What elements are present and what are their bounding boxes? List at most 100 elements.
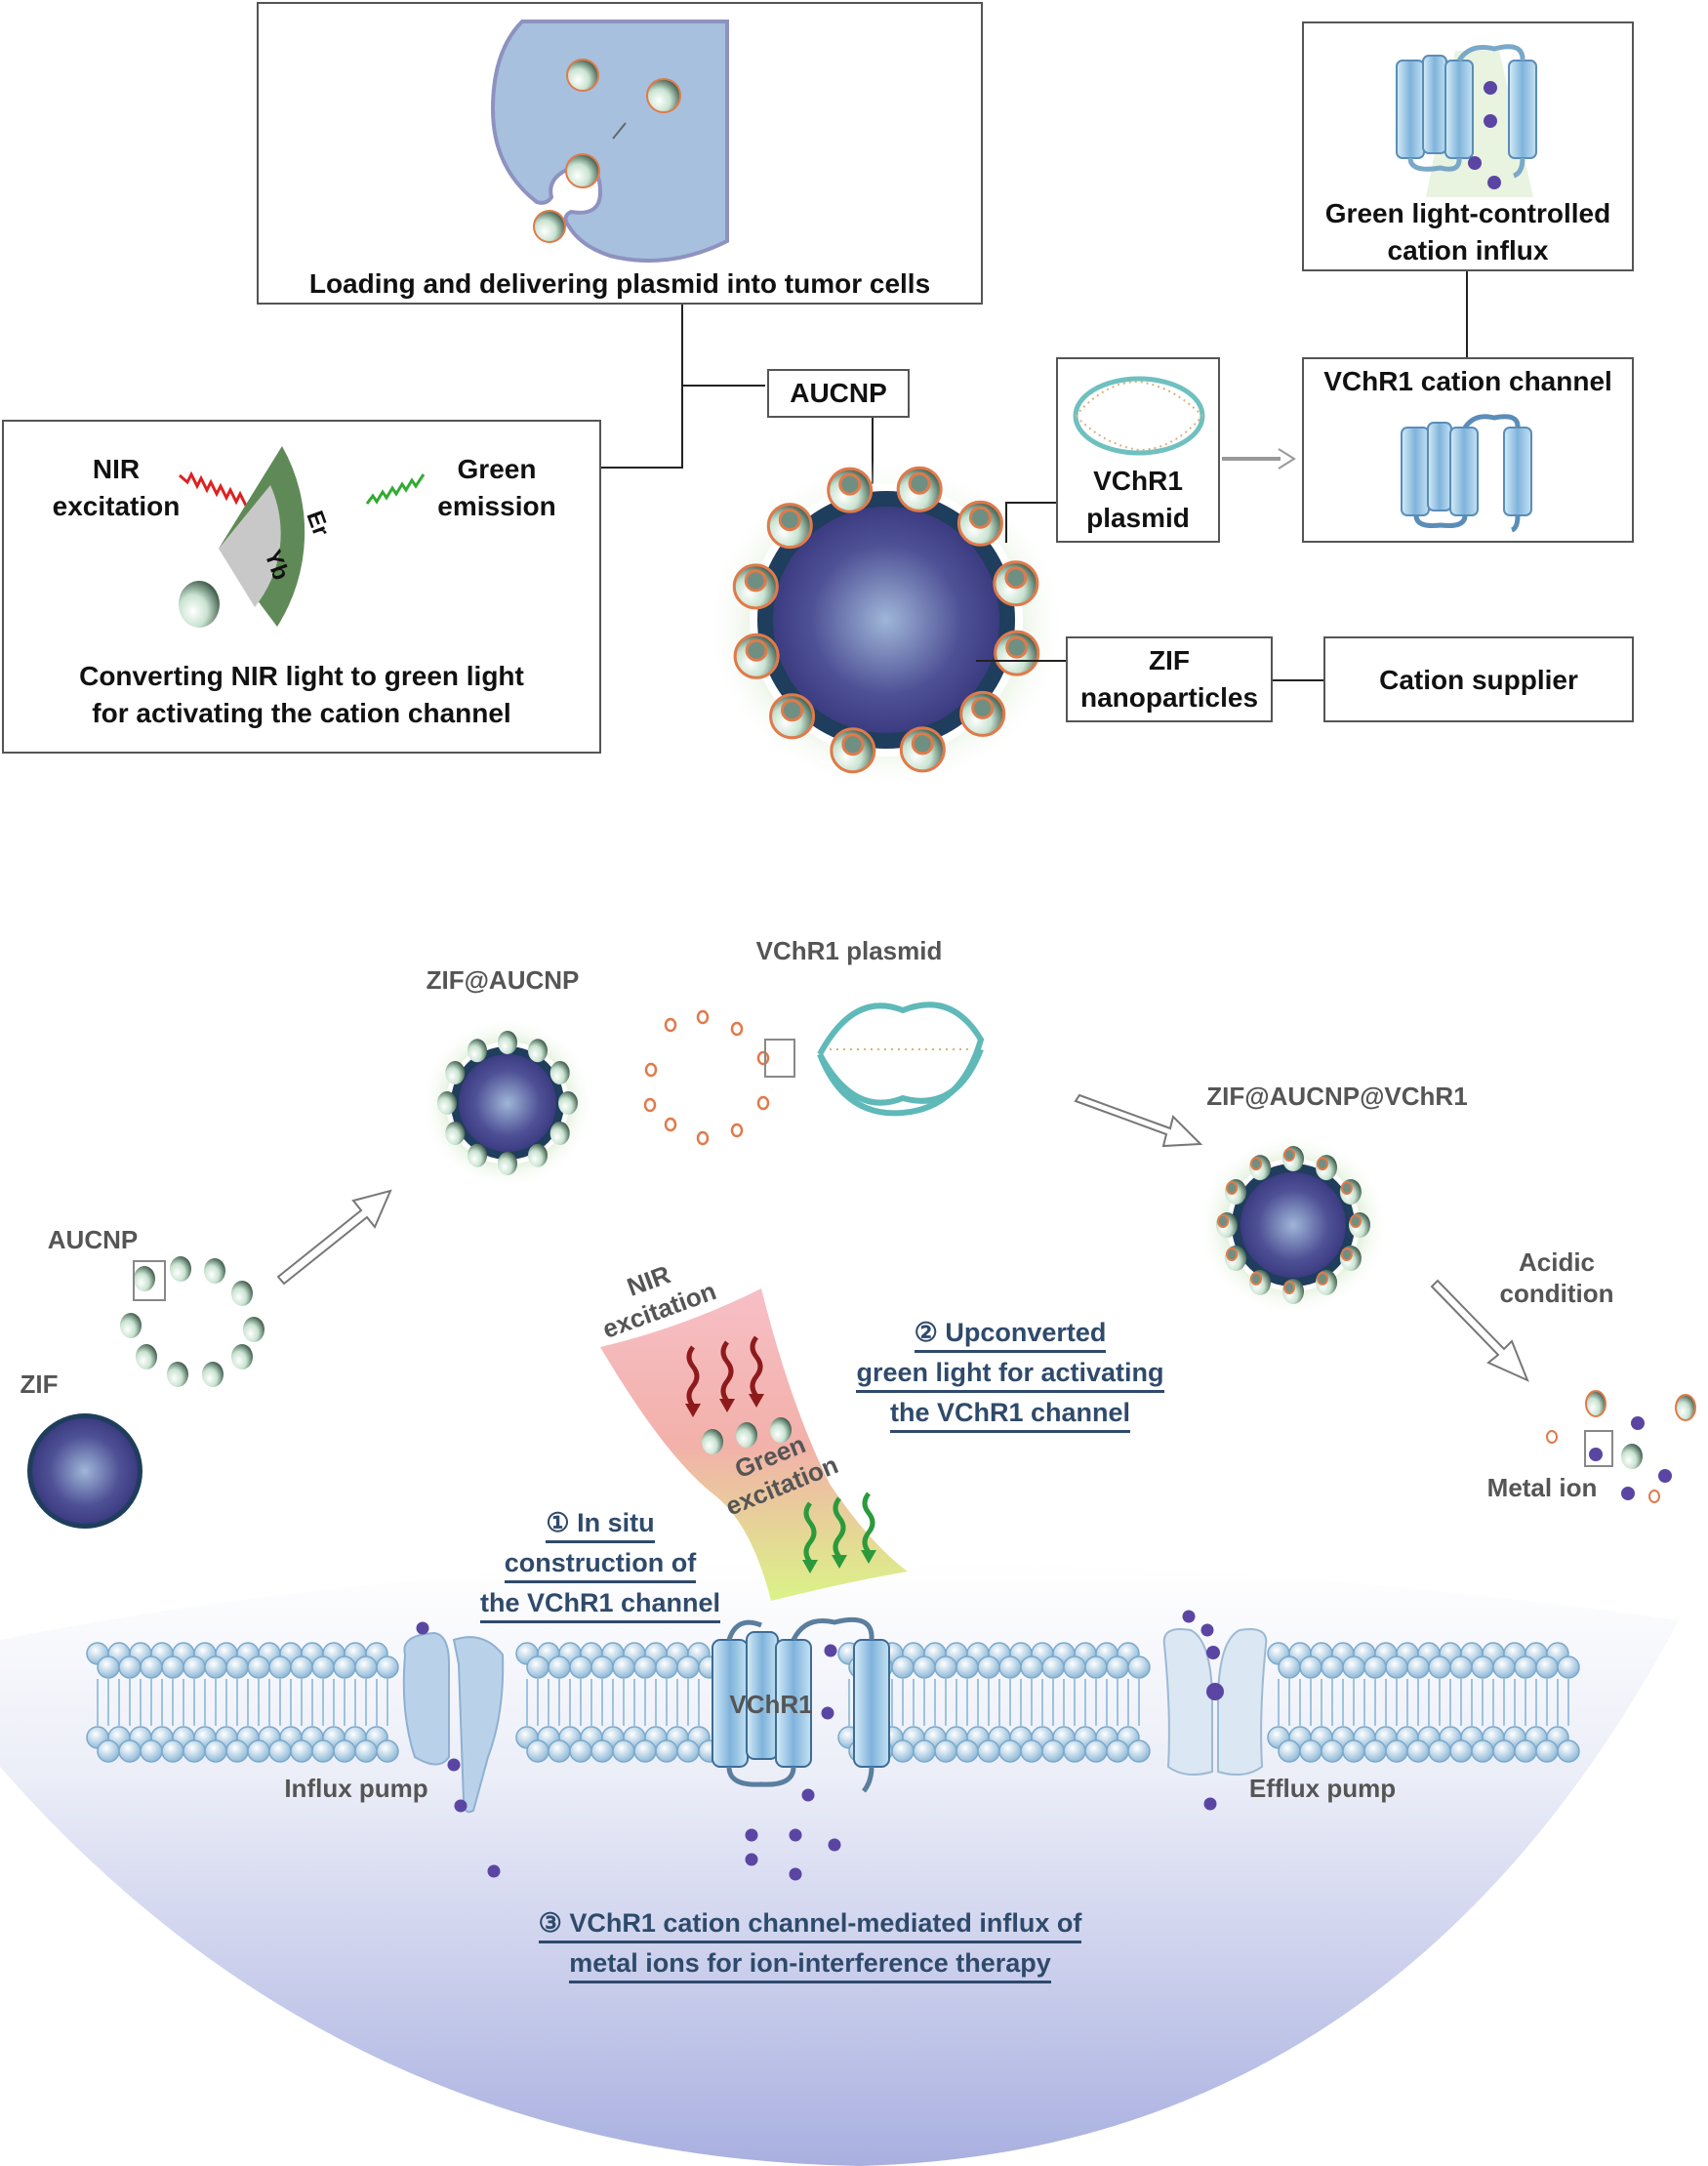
- aucnp-bead: [549, 1061, 570, 1084]
- released-components-icon: [1546, 1390, 1696, 1503]
- aucnp-bead: [120, 1313, 142, 1338]
- efflux-pump-label: Efflux pump: [1248, 1774, 1397, 1803]
- aucnp-bead: [170, 1256, 191, 1282]
- aucnp-bead: [437, 1091, 457, 1115]
- influx-caption: Green light-controlled cation influx: [1324, 198, 1611, 266]
- lipid-head: [1127, 1739, 1151, 1763]
- green-wave-icon: [365, 473, 426, 505]
- lipid-head: [1557, 1655, 1580, 1679]
- zif-aucnp-label: ZIF@AUCNP: [426, 965, 580, 995]
- metal-ion: [1200, 1623, 1214, 1637]
- arrow-icon: [1430, 1279, 1529, 1382]
- zif-ring-dot: [696, 1009, 710, 1025]
- vchr1-channel-icon: [1401, 414, 1532, 533]
- lipid-head: [376, 1655, 399, 1679]
- metal-ion: [801, 1788, 815, 1802]
- aucnp-bead: [231, 1344, 253, 1369]
- metal-ion: [789, 1828, 802, 1842]
- step1-label: ① In situ construction of the VChR1 chan…: [459, 1503, 742, 1623]
- plasmid-dna-bottom-icon: [817, 1001, 985, 1117]
- connector-line: [681, 385, 765, 387]
- nir-caption: Converting NIR light to green light for …: [79, 661, 524, 728]
- zif-ring-icon: [643, 1009, 770, 1146]
- aucnp-bead: [204, 1258, 225, 1284]
- metal-ion: [1203, 1797, 1217, 1811]
- metal-ion: [447, 1758, 461, 1772]
- step3-label: ③ VChR1 cation channel-mediated influx o…: [449, 1903, 1171, 1983]
- connector-line: [1005, 502, 1007, 543]
- aucnp-bead: [528, 1143, 548, 1167]
- lipid-head: [376, 1739, 399, 1763]
- arrow-icon: [1074, 1093, 1203, 1148]
- zif-aucnp-vchr1-nanoparticle-icon: [706, 459, 1067, 791]
- final-complex-label: ZIF@AUCNP@VChR1: [1206, 1082, 1468, 1111]
- aucnp-bead: [231, 1281, 253, 1306]
- plasmid-bottom-label: VChR1 plasmid: [755, 936, 943, 965]
- vchr1-channel-box: VChR1 cation channel: [1302, 357, 1634, 543]
- connector-line: [599, 467, 683, 469]
- zif-ring-dot: [664, 1117, 677, 1132]
- tumor-cell-icon: [490, 20, 729, 263]
- plasmid-box: VChR1 plasmid: [1056, 357, 1220, 543]
- zif-ring-dot: [756, 1050, 770, 1066]
- aucnp-bead: [558, 1091, 578, 1115]
- zif-label: ZIF: [20, 1369, 59, 1399]
- aucnp-bead: [167, 1362, 188, 1387]
- aucnp-bottom-label: AUCNP: [47, 1225, 139, 1254]
- aucnp-bead-icon: [179, 581, 220, 628]
- plasmid-label: VChR1 plasmid: [1086, 466, 1190, 533]
- vchr1-open-channel-icon: [1396, 44, 1537, 197]
- metal-ion-label: Metal ion: [1486, 1473, 1598, 1502]
- influx-pump-icon: [402, 1631, 505, 1814]
- arrow-right-icon: [1222, 448, 1296, 470]
- influx-pump-label: Influx pump: [284, 1774, 428, 1803]
- metal-ion: [828, 1838, 841, 1852]
- zif-ring-dot: [643, 1097, 657, 1113]
- metal-ion: [745, 1828, 758, 1842]
- metal-ion: [1182, 1610, 1196, 1623]
- zif-aucnp-particle-icon: [422, 1017, 593, 1189]
- loading-caption: Loading and delivering plasmid into tumo…: [308, 268, 931, 299]
- metal-ion-highlight-box: [1584, 1430, 1613, 1467]
- step2-label: ② Upconverted green light for activating…: [839, 1313, 1181, 1433]
- zif-ring-dot: [730, 1021, 744, 1037]
- green-emission-label: Green emission: [437, 454, 556, 521]
- metal-ion: [789, 1867, 802, 1881]
- aucnp-bead: [468, 1143, 487, 1167]
- metal-ion: [824, 1644, 837, 1657]
- light-ribbon-icon: [600, 1288, 908, 1601]
- zif-ring-dot: [696, 1130, 710, 1146]
- zif-highlight-box: [764, 1039, 795, 1078]
- nir-label: NIR excitation: [52, 454, 181, 521]
- yb-er-sector-icon: Yb Er: [219, 446, 334, 627]
- nir-conversion-box: NIR excitation Yb Er Green emission Conv…: [2, 420, 601, 754]
- connector-line: [681, 305, 683, 469]
- acidic-condition-label: Acidic condition: [1499, 1247, 1614, 1308]
- zif-nanoparticles-label: ZIF nanoparticles: [1079, 645, 1259, 713]
- aucnp-bead: [445, 1122, 466, 1145]
- arrow-icon: [276, 1189, 392, 1286]
- cell-membrane: [86, 1642, 1580, 1763]
- aucnp-bead: [136, 1344, 157, 1369]
- connector-line: [976, 660, 1066, 662]
- connector-line: [1005, 502, 1056, 504]
- lipid-head: [1127, 1655, 1151, 1679]
- aucnp-bead: [445, 1061, 466, 1084]
- zif-ring-dot: [730, 1123, 744, 1138]
- aucnp-bead: [134, 1266, 155, 1291]
- final-complex-particle-icon: [1198, 1134, 1389, 1316]
- aucnp-box: AUCNP: [767, 369, 910, 418]
- aucnp-bead: [549, 1122, 570, 1145]
- connector-line: [872, 418, 874, 496]
- cation-influx-box: Green light-controlled cation influx: [1302, 21, 1634, 271]
- aucnp-bead: [528, 1039, 548, 1063]
- zif-ring-dot: [756, 1095, 770, 1111]
- loading-box: Loading and delivering plasmid into tumo…: [257, 2, 983, 305]
- zif-ring-dot: [644, 1062, 658, 1078]
- aucnp-bead: [468, 1039, 487, 1063]
- plasmid-dna-icon: [1073, 376, 1205, 456]
- metal-ion: [821, 1706, 834, 1720]
- aucnp-bead: [498, 1031, 517, 1054]
- aucnp-bead: [498, 1152, 517, 1175]
